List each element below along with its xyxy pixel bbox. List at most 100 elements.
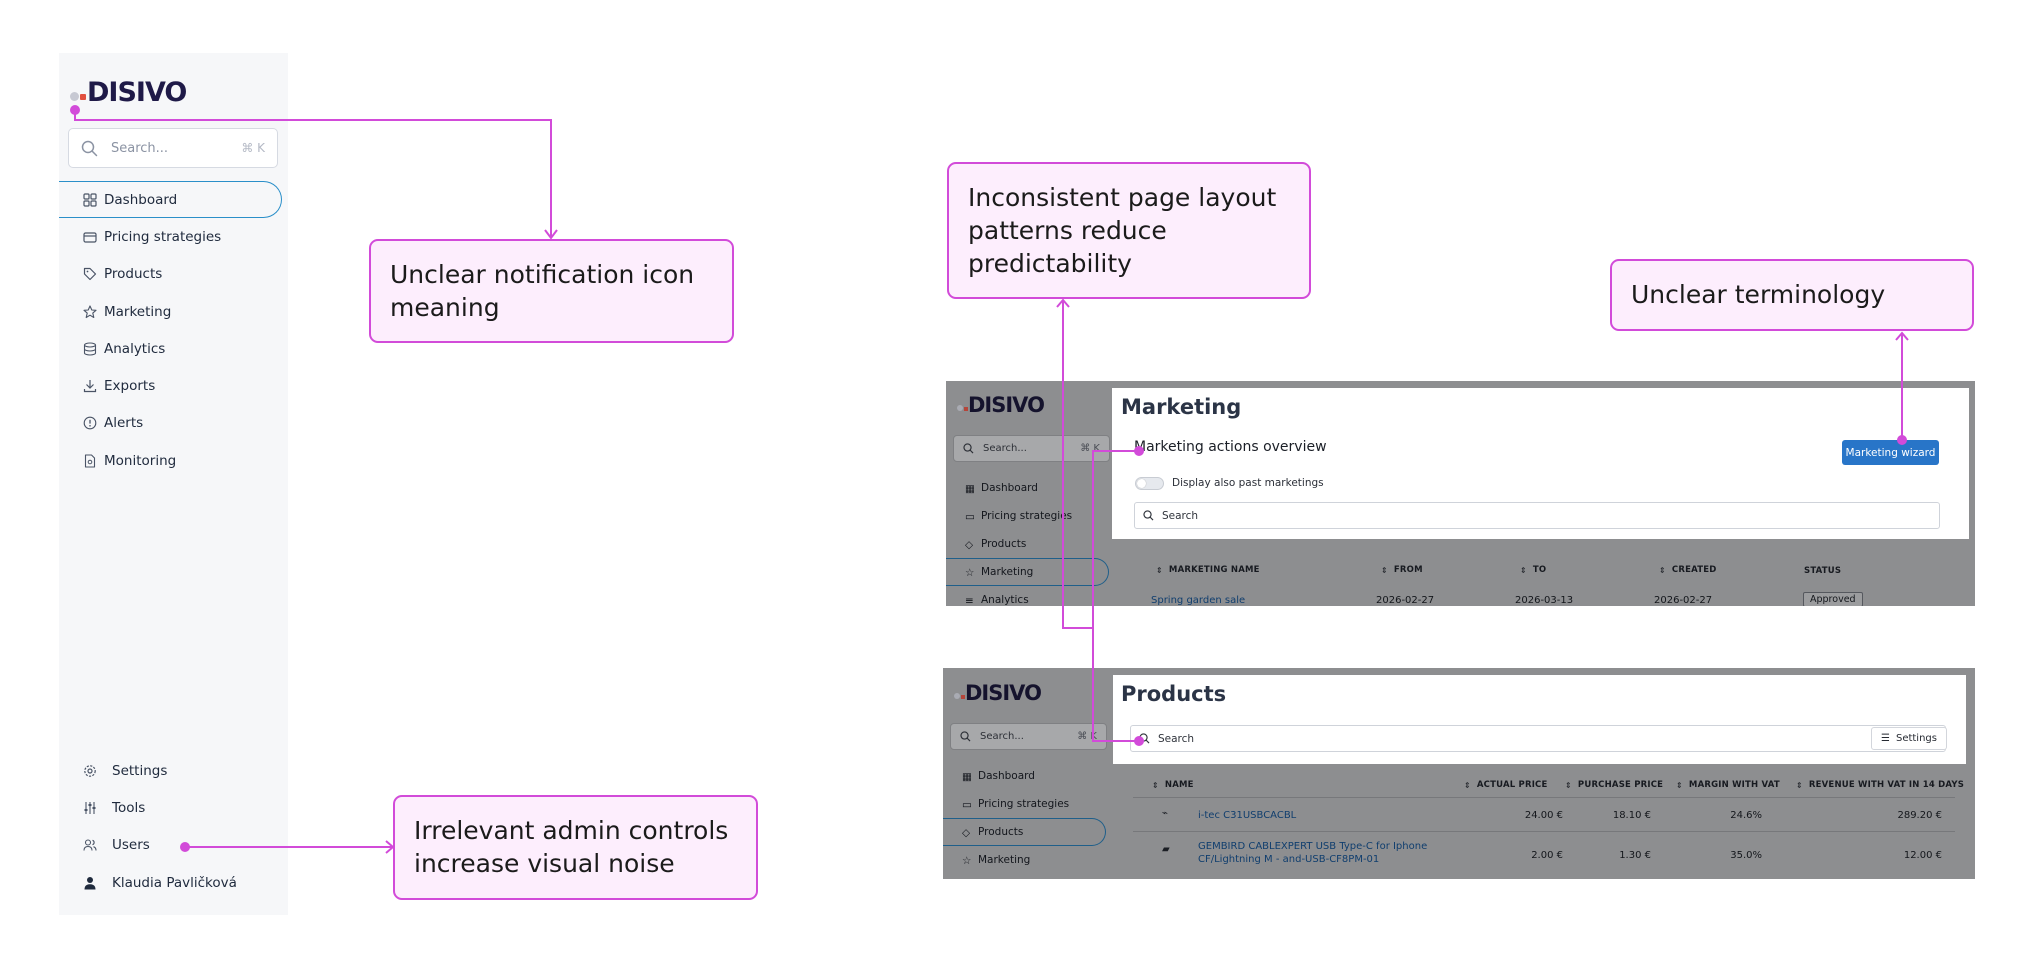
products-content: Products Search ☰ Settings	[1113, 675, 1966, 764]
sidebar-item-monitoring[interactable]: Monitoring	[59, 442, 288, 479]
search-placeholder: Search...	[980, 731, 1024, 742]
sidebar-item-label: Pricing strategies	[104, 228, 222, 245]
divider	[1133, 797, 1955, 798]
mini-item-dashboard[interactable]: ▦Dashboard	[943, 762, 1108, 790]
mini-item-label: Analytics	[981, 594, 1029, 606]
logo-mark-icon	[961, 694, 965, 699]
search-icon	[960, 731, 971, 742]
mini-item-products[interactable]: ◇Products	[943, 818, 1106, 846]
column-header-label: TO	[1532, 565, 1547, 575]
star-icon: ☆	[962, 854, 972, 867]
table-row-name[interactable]: GEMBIRD CABLEXPERT USB Type-C for Iphone…	[1198, 841, 1428, 865]
mini-nav: ▦Dashboard ▭Pricing strategies ◇Products…	[943, 762, 1108, 874]
sidebar-item-marketing[interactable]: Marketing	[59, 293, 288, 330]
grid-icon: ▦	[962, 770, 972, 783]
tag-icon: ◇	[965, 538, 974, 551]
star-icon: ☆	[965, 566, 975, 579]
database-icon	[83, 342, 97, 356]
column-header-revenue[interactable]: ⇕REVENUE WITH VAT IN 14 DAYS	[1796, 780, 1964, 790]
wallet-icon: ▭	[965, 510, 975, 523]
search-shortcut: ⌘ K	[1080, 443, 1100, 454]
sort-icon: ⇕	[1520, 565, 1527, 575]
mini-item-dashboard[interactable]: ▦Dashboard	[946, 474, 1111, 502]
page-title: Products	[1121, 682, 1227, 706]
wallet-icon: ▭	[962, 798, 972, 811]
sidebar-item-alerts[interactable]: Alerts	[59, 405, 288, 442]
tag-icon	[83, 268, 97, 281]
column-header-name[interactable]: ⇕NAME	[1152, 780, 1194, 790]
table-row-name[interactable]: i-tec C31USBCACBL	[1198, 810, 1297, 821]
mini-item-products[interactable]: ◇Products	[946, 530, 1111, 558]
marketing-search-input[interactable]: Search	[1134, 502, 1940, 529]
mini-item-pricing-strategies[interactable]: ▭Pricing strategies	[943, 790, 1108, 818]
sidebar-item-label: Products	[104, 266, 163, 283]
products-search-input[interactable]: Search	[1130, 725, 1946, 752]
search-placeholder: Search	[1158, 732, 1195, 745]
search-input[interactable]: Search... ⌘ K	[68, 128, 278, 168]
settings-button[interactable]: ☰ Settings	[1871, 727, 1947, 750]
callout-notification: Unclear notification icon meaning	[369, 239, 734, 343]
sliders-icon	[84, 801, 96, 814]
mini-nav: ▦Dashboard ▭Pricing strategies ◇Products…	[946, 474, 1111, 606]
column-header-to[interactable]: ⇕ TO	[1520, 565, 1546, 575]
mini-item-marketing[interactable]: ☆Marketing	[946, 558, 1109, 586]
past-marketings-toggle[interactable]	[1135, 477, 1164, 490]
column-header-from[interactable]: ⇕FROM	[1381, 565, 1423, 575]
column-header-label: PURCHASE PRICE	[1577, 780, 1664, 790]
search-shortcut: ⌘ K	[241, 141, 265, 155]
sidebar-item-label: Exports	[104, 378, 156, 395]
sidebar-item-label: Dashboard	[104, 191, 178, 208]
search-placeholder: Search...	[983, 443, 1027, 454]
grid-icon	[83, 193, 97, 207]
sidebar-item-products[interactable]: Products	[59, 256, 288, 293]
sidebar-item-settings[interactable]: Settings	[59, 752, 288, 789]
marketing-screenshot: DISIVO Search... ⌘ K ▦Dashboard ▭Pricing…	[946, 381, 1975, 606]
row-created: 2026-02-27	[1654, 595, 1713, 606]
sidebar-item-exports[interactable]: Exports	[59, 367, 288, 404]
sidebar-item-dashboard[interactable]: Dashboard	[59, 181, 282, 219]
sort-icon: ⇕	[1156, 565, 1163, 575]
mini-item-pricing-strategies[interactable]: ▭Pricing strategies	[946, 502, 1111, 530]
mini-item-analytics[interactable]: ≡ Analytics	[946, 586, 1111, 606]
sidebar-item-users[interactable]: Users	[59, 827, 288, 864]
notification-dot-icon	[957, 405, 963, 411]
mini-item-marketing[interactable]: ☆Marketing	[943, 846, 1108, 874]
column-header-label: CREATED	[1671, 565, 1717, 575]
sort-icon: ⇕	[1381, 565, 1388, 575]
main-sidebar: DISIVO Search... ⌘ K Dashboard Pricing s…	[59, 53, 288, 915]
table-row-actual: 2.00 €	[1531, 850, 1563, 861]
arrowhead-terminology	[1895, 331, 1909, 341]
column-header-actual-price[interactable]: ⇕ACTUAL PRICE	[1464, 780, 1548, 790]
column-header-created[interactable]: ⇕CREATED	[1659, 565, 1716, 575]
document-icon	[84, 454, 96, 468]
search-icon	[1143, 510, 1154, 521]
marketing-wizard-button[interactable]: Marketing wizard	[1842, 440, 1939, 465]
notification-dot-icon[interactable]	[70, 91, 79, 101]
logo[interactable]: DISIVO	[70, 77, 187, 108]
toggle-label: Display also past marketings	[1172, 477, 1324, 489]
star-icon	[83, 304, 97, 318]
section-heading: Marketing actions overview	[1134, 439, 1327, 455]
sort-icon: ⇕	[1464, 780, 1471, 790]
tag-icon: ◇	[962, 826, 971, 839]
mini-search-input[interactable]: Search... ⌘ K	[950, 723, 1107, 750]
sidebar-item-tools[interactable]: Tools	[59, 789, 288, 826]
column-header-name[interactable]: ⇕MARKETING NAME	[1156, 565, 1260, 575]
mini-search-input[interactable]: Search... ⌘ K	[953, 435, 1110, 462]
column-header-margin[interactable]: ⇕MARGIN WITH VAT	[1676, 780, 1780, 790]
arrowhead-notification	[544, 229, 558, 240]
sidebar-item-pricing-strategies[interactable]: Pricing strategies	[59, 218, 288, 255]
column-header-purchase-price[interactable]: ⇕PURCHASE PRICE	[1565, 780, 1663, 790]
row-to: 2026-03-13	[1515, 595, 1574, 606]
user-name: Klaudia Pavličková	[112, 874, 237, 891]
column-header-label: MARGIN WITH VAT	[1688, 780, 1780, 790]
sidebar-item-label: Users	[112, 837, 150, 854]
row-name[interactable]: Spring garden sale	[1151, 595, 1246, 606]
sidebar-item-analytics[interactable]: Analytics	[59, 330, 288, 367]
arrowhead-layout	[1056, 298, 1070, 308]
table-row-purchase: 1.30 €	[1619, 850, 1651, 861]
table-row-purchase: 18.10 €	[1612, 810, 1651, 821]
sidebar-item-label: Marketing	[104, 303, 172, 320]
database-icon: ≡	[965, 594, 974, 607]
sidebar-item-profile[interactable]: Klaudia Pavličková	[59, 864, 288, 901]
